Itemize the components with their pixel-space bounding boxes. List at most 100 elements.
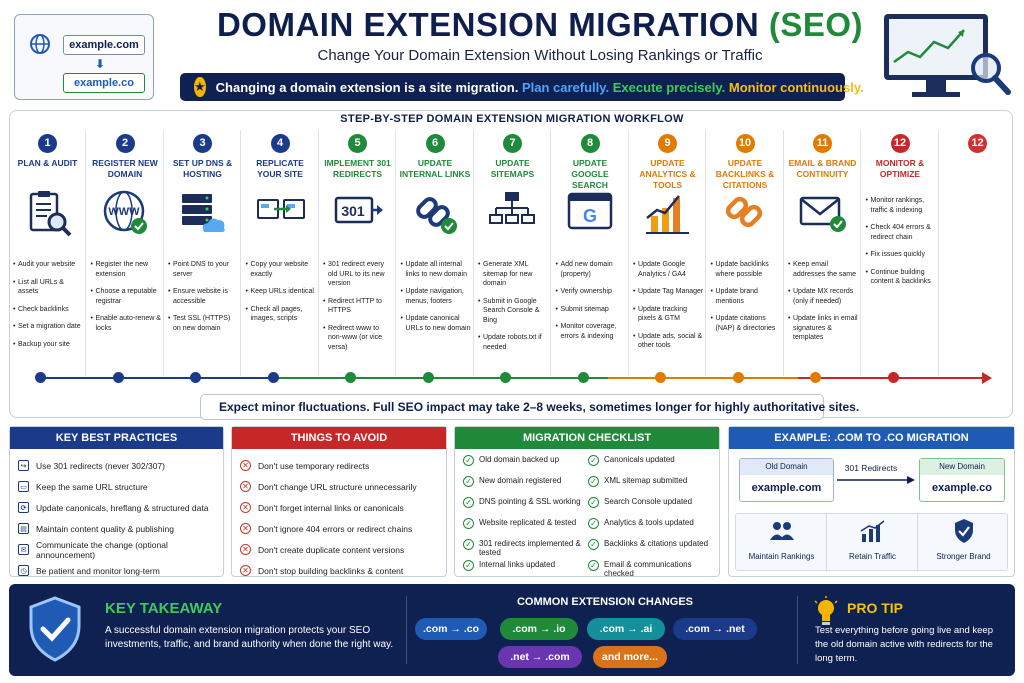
checklist-item: ✓301 redirects implemented & tested: [463, 539, 588, 560]
step-item: Copy your website exactly: [246, 260, 317, 279]
pro-tip-text: Test everything before going live and ke…: [815, 625, 993, 664]
step-name: UPDATE INTERNAL LINKS: [399, 158, 471, 179]
old-domain-value: example.com: [751, 482, 822, 494]
avoid-item: ✕Don't create duplicate content versions: [240, 539, 438, 560]
step-item: Update tracking pixels & GTM: [633, 305, 704, 324]
step-item: Check backlinks: [13, 305, 84, 315]
checklist-panel: MIGRATION CHECKLIST ✓Old domain backed u…: [454, 426, 720, 578]
step-item: Update Tag Manager: [633, 287, 704, 297]
best-practice-item: ✉Communicate the change (optional announ…: [18, 539, 215, 560]
shield-check-icon: [29, 596, 81, 662]
checklist-item: ✓New domain registered: [463, 476, 588, 497]
step-name: PLAN & AUDIT: [17, 158, 78, 168]
old-domain-label: Old Domain: [740, 459, 833, 475]
best-practices-title: KEY BEST PRACTICES: [10, 427, 223, 449]
new-domain-value: example.co: [932, 482, 992, 494]
step-number-badge: 2: [115, 134, 135, 153]
timeline-bar: [38, 377, 988, 379]
best-practice-item: ▭Keep the same URL structure: [18, 476, 215, 497]
step-item: Choose a reputable registrar: [91, 287, 162, 306]
checklist-item: ✓XML sitemap submitted: [588, 476, 713, 497]
clipboard-magnifier-icon: [29, 191, 72, 237]
checklist-item: ✓Website replicated & tested: [463, 518, 588, 539]
checklist-item: ✓Search Console updated: [588, 497, 713, 518]
people-icon: [770, 522, 794, 540]
practice-icon: ↪: [18, 460, 29, 471]
bottom-bar: KEY TAKEAWAY A successful domain extensi…: [9, 584, 1015, 676]
step-item: Backup your site: [13, 340, 84, 350]
checklist-title: MIGRATION CHECKLIST: [455, 427, 719, 449]
timing-note: Expect minor fluctuations. Full SEO impa…: [200, 394, 859, 420]
svg-text:301: 301: [341, 203, 365, 219]
old-domain-card: Old Domain example.com: [739, 458, 834, 502]
check-circle-icon: ✓: [463, 497, 474, 508]
step-number-badge: 4: [270, 134, 290, 153]
step-item: Check all pages, images, scripts: [246, 305, 317, 324]
step-name: REPLICATE YOUR SITE: [256, 158, 304, 179]
step-number-badge: 7: [503, 134, 522, 153]
step-item: Update links in email signatures & templ…: [788, 314, 859, 343]
avoid-panel: THINGS TO AVOID ✕Don't use temporary red…: [231, 426, 447, 577]
copy-site-icon: [256, 199, 305, 219]
backlink-chain-icon: [725, 196, 762, 228]
step-name: REGISTER NEW DOMAIN: [92, 158, 158, 179]
step-item: Update backlinks where possible: [711, 260, 782, 279]
page-subtitle: Change Your Domain Extension Without Los…: [317, 47, 763, 64]
practice-icon: ⟳: [18, 502, 29, 513]
step-item: Update canonical URLs to new domain: [401, 314, 472, 333]
arrow-down-icon: ⬇: [95, 57, 106, 71]
check-circle-icon: ✓: [463, 560, 474, 571]
step-item: Verify ownership: [556, 287, 627, 297]
best-practice-item: ⟳Update canonicals, hreflang & structure…: [18, 497, 215, 518]
step-item: Point DNS to your server: [168, 260, 239, 279]
step-item: Keep email addresses the same: [788, 260, 859, 279]
step-item: Add new domain (property): [556, 260, 627, 279]
step-number-badge: 3: [193, 134, 212, 153]
step-number-badge: 12: [890, 134, 910, 153]
step-item: Enable auto-renew & locks: [91, 314, 162, 333]
practice-icon: ◷: [18, 565, 29, 576]
step-number-badge: 5: [348, 134, 367, 153]
practice-icon: ▤: [18, 523, 29, 534]
takeaway-text: A successful domain extension migration …: [105, 625, 394, 650]
step-item: Keep URLs identical: [246, 287, 317, 297]
best-practice-item: ↪Use 301 redirects (never 302/307): [18, 455, 215, 476]
email-check-icon: [799, 196, 846, 232]
step-item: Set a migration date: [13, 322, 84, 332]
step-item: Fix issues quickly: [866, 250, 937, 260]
redirect-301-icon: 301: [334, 196, 383, 224]
check-circle-icon: ✓: [588, 476, 599, 487]
step-items: Add new domain (property) Verify ownershi…: [556, 260, 627, 349]
avoid-item: ✕Don't stop building backlinks & content: [240, 560, 438, 581]
step-item: Submit sitemap: [556, 305, 627, 315]
checklist-item: ✓Canonicals updated: [588, 455, 713, 476]
step-item: Update citations (NAP) & directories: [711, 314, 782, 333]
check-circle-icon: ✓: [463, 518, 474, 529]
step-number-badge: 11: [813, 134, 832, 153]
redirect-arrow-icon: [837, 476, 915, 484]
monitor-chart-magnifier-icon: [884, 14, 1011, 97]
step-item: Submit in Google Search Console & Bing: [478, 297, 549, 326]
check-circle-icon: ✓: [588, 497, 599, 508]
benefits-row: Maintain Rankings Retain Traffic Stronge…: [735, 513, 1008, 572]
step-item: Redirect HTTP to HTTPS: [323, 297, 394, 316]
timeline-dot: [112, 372, 124, 383]
check-circle-icon: ✓: [463, 455, 474, 466]
avoid-item: ✕Don't use temporary redirects: [240, 455, 438, 476]
divider: [406, 596, 407, 664]
new-domain-label: New Domain: [920, 459, 1004, 475]
step-item: Ensure website is accessible: [168, 287, 239, 306]
avoid-title: THINGS TO AVOID: [232, 427, 446, 449]
timeline-dot: [810, 372, 821, 383]
step-items: 301 redirect every old URL to its new ve…: [323, 260, 394, 360]
check-circle-icon: ✓: [588, 518, 599, 529]
step-number-badge: 6: [425, 134, 445, 153]
google-console-icon: G: [567, 192, 612, 230]
